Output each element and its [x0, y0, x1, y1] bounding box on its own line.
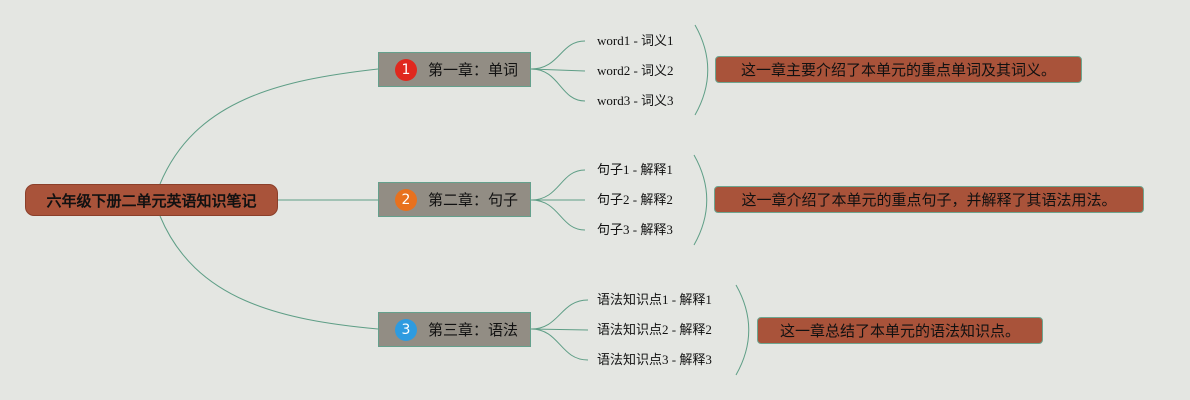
connector-chapter3-item3	[530, 328, 589, 361]
chapter-1-number-badge: 1	[395, 59, 417, 81]
connector-chapter3-item1	[530, 299, 589, 330]
connector-chapter3-item2	[530, 328, 589, 331]
chapter-2-label: 第二章：句子	[427, 191, 518, 209]
chapter-1-item-3[interactable]: word3 - 词义3	[597, 93, 674, 108]
chapter-1-item-1[interactable]: word1 - 词义1	[597, 33, 674, 48]
bracket-chapter3	[735, 284, 750, 376]
chapter-3-label: 第三章：语法	[427, 321, 518, 339]
chapter-2-item-2[interactable]: 句子2 - 解释2	[597, 192, 673, 207]
chapter-1-summary-text: 这一章主要介绍了本单元的重点单词及其词义。	[740, 61, 1056, 79]
chapter-2-item-3[interactable]: 句子3 - 解释3	[597, 222, 673, 237]
chapter-1-label: 第一章：单词	[427, 61, 518, 79]
chapter-3-number-badge: 3	[395, 319, 417, 341]
chapter-3-item-2[interactable]: 语法知识点2 - 解释2	[597, 322, 712, 337]
connector-chapter1-item2	[530, 68, 586, 72]
chapter-2-summary-text: 这一章介绍了本单元的重点句子，并解释了其语法用法。	[741, 191, 1117, 209]
root-label: 六年级下册二单元英语知识笔记	[46, 191, 257, 210]
chapter-node-2[interactable]: 2 第二章：句子	[378, 182, 531, 217]
chapter-1-summary[interactable]: 这一章主要介绍了本单元的重点单词及其词义。	[715, 56, 1082, 83]
connector-root-chapter1	[159, 68, 379, 185]
chapter-2-summary[interactable]: 这一章介绍了本单元的重点句子，并解释了其语法用法。	[714, 186, 1144, 213]
chapter-1-item-2[interactable]: word2 - 词义2	[597, 63, 674, 78]
chapter-2-number-badge: 2	[395, 189, 417, 211]
chapter-3-summary-text: 这一章总结了本单元的语法知识点。	[779, 322, 1020, 340]
bracket-chapter2	[693, 154, 708, 246]
chapter-node-1[interactable]: 1 第一章：单词	[378, 52, 531, 87]
chapter-node-3[interactable]: 3 第三章：语法	[378, 312, 531, 347]
bracket-chapter1	[694, 24, 709, 116]
connector-chapter2-item1	[530, 169, 586, 201]
connector-chapter2-item3	[530, 199, 586, 231]
chapter-2-item-1[interactable]: 句子1 - 解释1	[597, 162, 673, 177]
connector-chapter1-item1	[530, 40, 586, 70]
chapter-3-summary[interactable]: 这一章总结了本单元的语法知识点。	[757, 317, 1043, 344]
chapter-3-item-3[interactable]: 语法知识点3 - 解释3	[597, 352, 712, 367]
connector-root-chapter3	[159, 215, 379, 330]
chapter-3-item-1[interactable]: 语法知识点1 - 解释1	[597, 292, 712, 307]
root-node[interactable]: 六年级下册二单元英语知识笔记	[25, 184, 278, 216]
connector-chapter1-item3	[530, 68, 586, 102]
